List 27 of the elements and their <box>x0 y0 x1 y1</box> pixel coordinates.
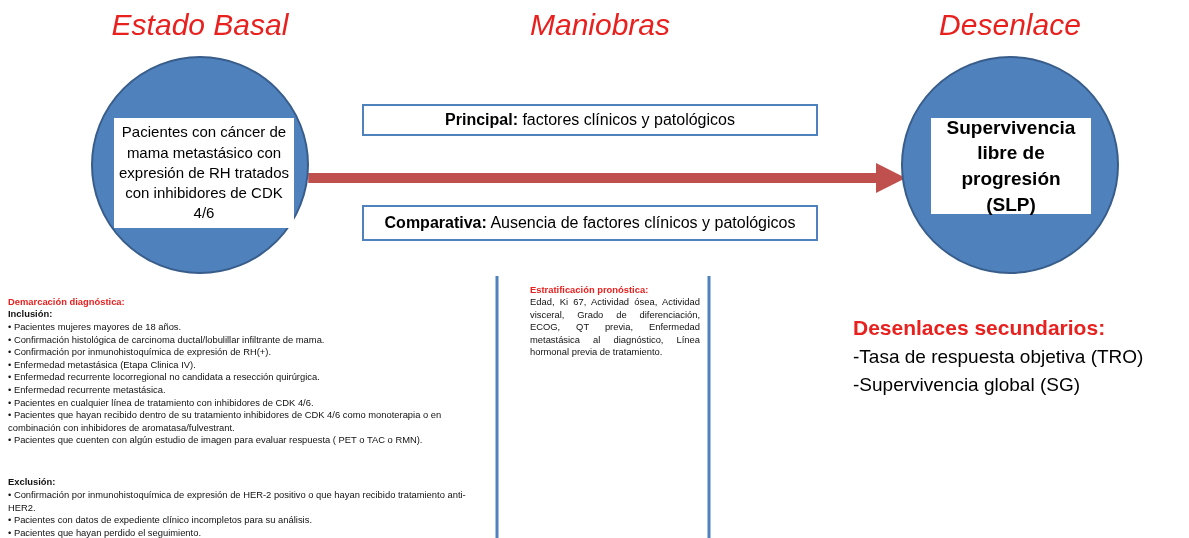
section-heading: Maniobras <box>529 8 671 42</box>
list-item: • Pacientes mujeres mayores de 18 años. <box>8 321 182 334</box>
list-item: • Pacientes en cualquier línea de tratamiento con inhibidores de CDK 4/6. <box>8 396 314 410</box>
section-heading: Desenlaces secundarios: <box>853 316 1106 340</box>
list-item: • Pacientes con datos de expediente clínico incompletos para su análisis. <box>8 514 312 527</box>
maneuver-box: Comparativa: Ausencia de factores clínicos y patológicos <box>362 205 818 241</box>
section-heading: Demarcación diagnóstica: <box>8 296 125 309</box>
section-heading: Estratificación pronóstica: <box>530 284 649 297</box>
text-box: Pacientes con cáncer de mama metastásico con expresión de RH tratados con inhibidores de CDK 4/6 <box>114 118 294 228</box>
list-item: • Enfermedad metastásica (Etapa Clinica IV). <box>8 358 196 372</box>
subheading: Inclusión: <box>8 308 53 321</box>
list-item: -Tasa de respuesta objetiva (TRO) <box>853 346 1144 368</box>
maneuver-box: Principal: factores clínicos y patológicos <box>362 104 818 136</box>
list-item: • Pacientes que hayan perdido el seguimiento. <box>8 526 201 538</box>
section-heading: Desenlace <box>939 8 1081 42</box>
list-item: • Enfermedad recurrente locorregional no candidata a resección quirúrgica. <box>8 371 320 384</box>
list-item: -Supervivencia global (SG) <box>853 374 1081 396</box>
paragraph: Edad, Ki 67, Actividad ósea, Actividad visceral, Grado de diferenciación, ECOG, QT previa, Enfermedad metastásica al diagnóstico, Línea hormonal previa de tratamiento. <box>530 296 700 359</box>
section-heading: Estado Basal <box>111 8 289 42</box>
list-item: • Confirmación por inmunohistoquímica de expresión de HER-2 positivo o que hayan recibido tratamiento anti-HER2. <box>8 489 467 515</box>
list-item: • Confirmación por inmunohistoquímica de expresión de RH(+). <box>8 346 272 359</box>
list-item: • Confirmación histológica de carcinoma ductal/lobulillar infiltrante de mama. <box>8 333 325 347</box>
subheading: Exclusión: <box>8 476 56 489</box>
list-item: • Pacientes que cuenten con algún estudio de imagen para evaluar respuesta ( PET o TAC o RMN). <box>8 434 423 447</box>
text-box: Supervivencia libre de progresión (SLP) <box>931 118 1091 214</box>
list-item: • Enfermedad recurrente metastásica. <box>8 384 166 397</box>
list-item: • Pacientes que hayan recibido dentro de su tratamiento inhibidores de CDK 4/6 como monoterapia o en combinación con inhibidores de aromatasa/fulvestrant. <box>8 409 443 435</box>
